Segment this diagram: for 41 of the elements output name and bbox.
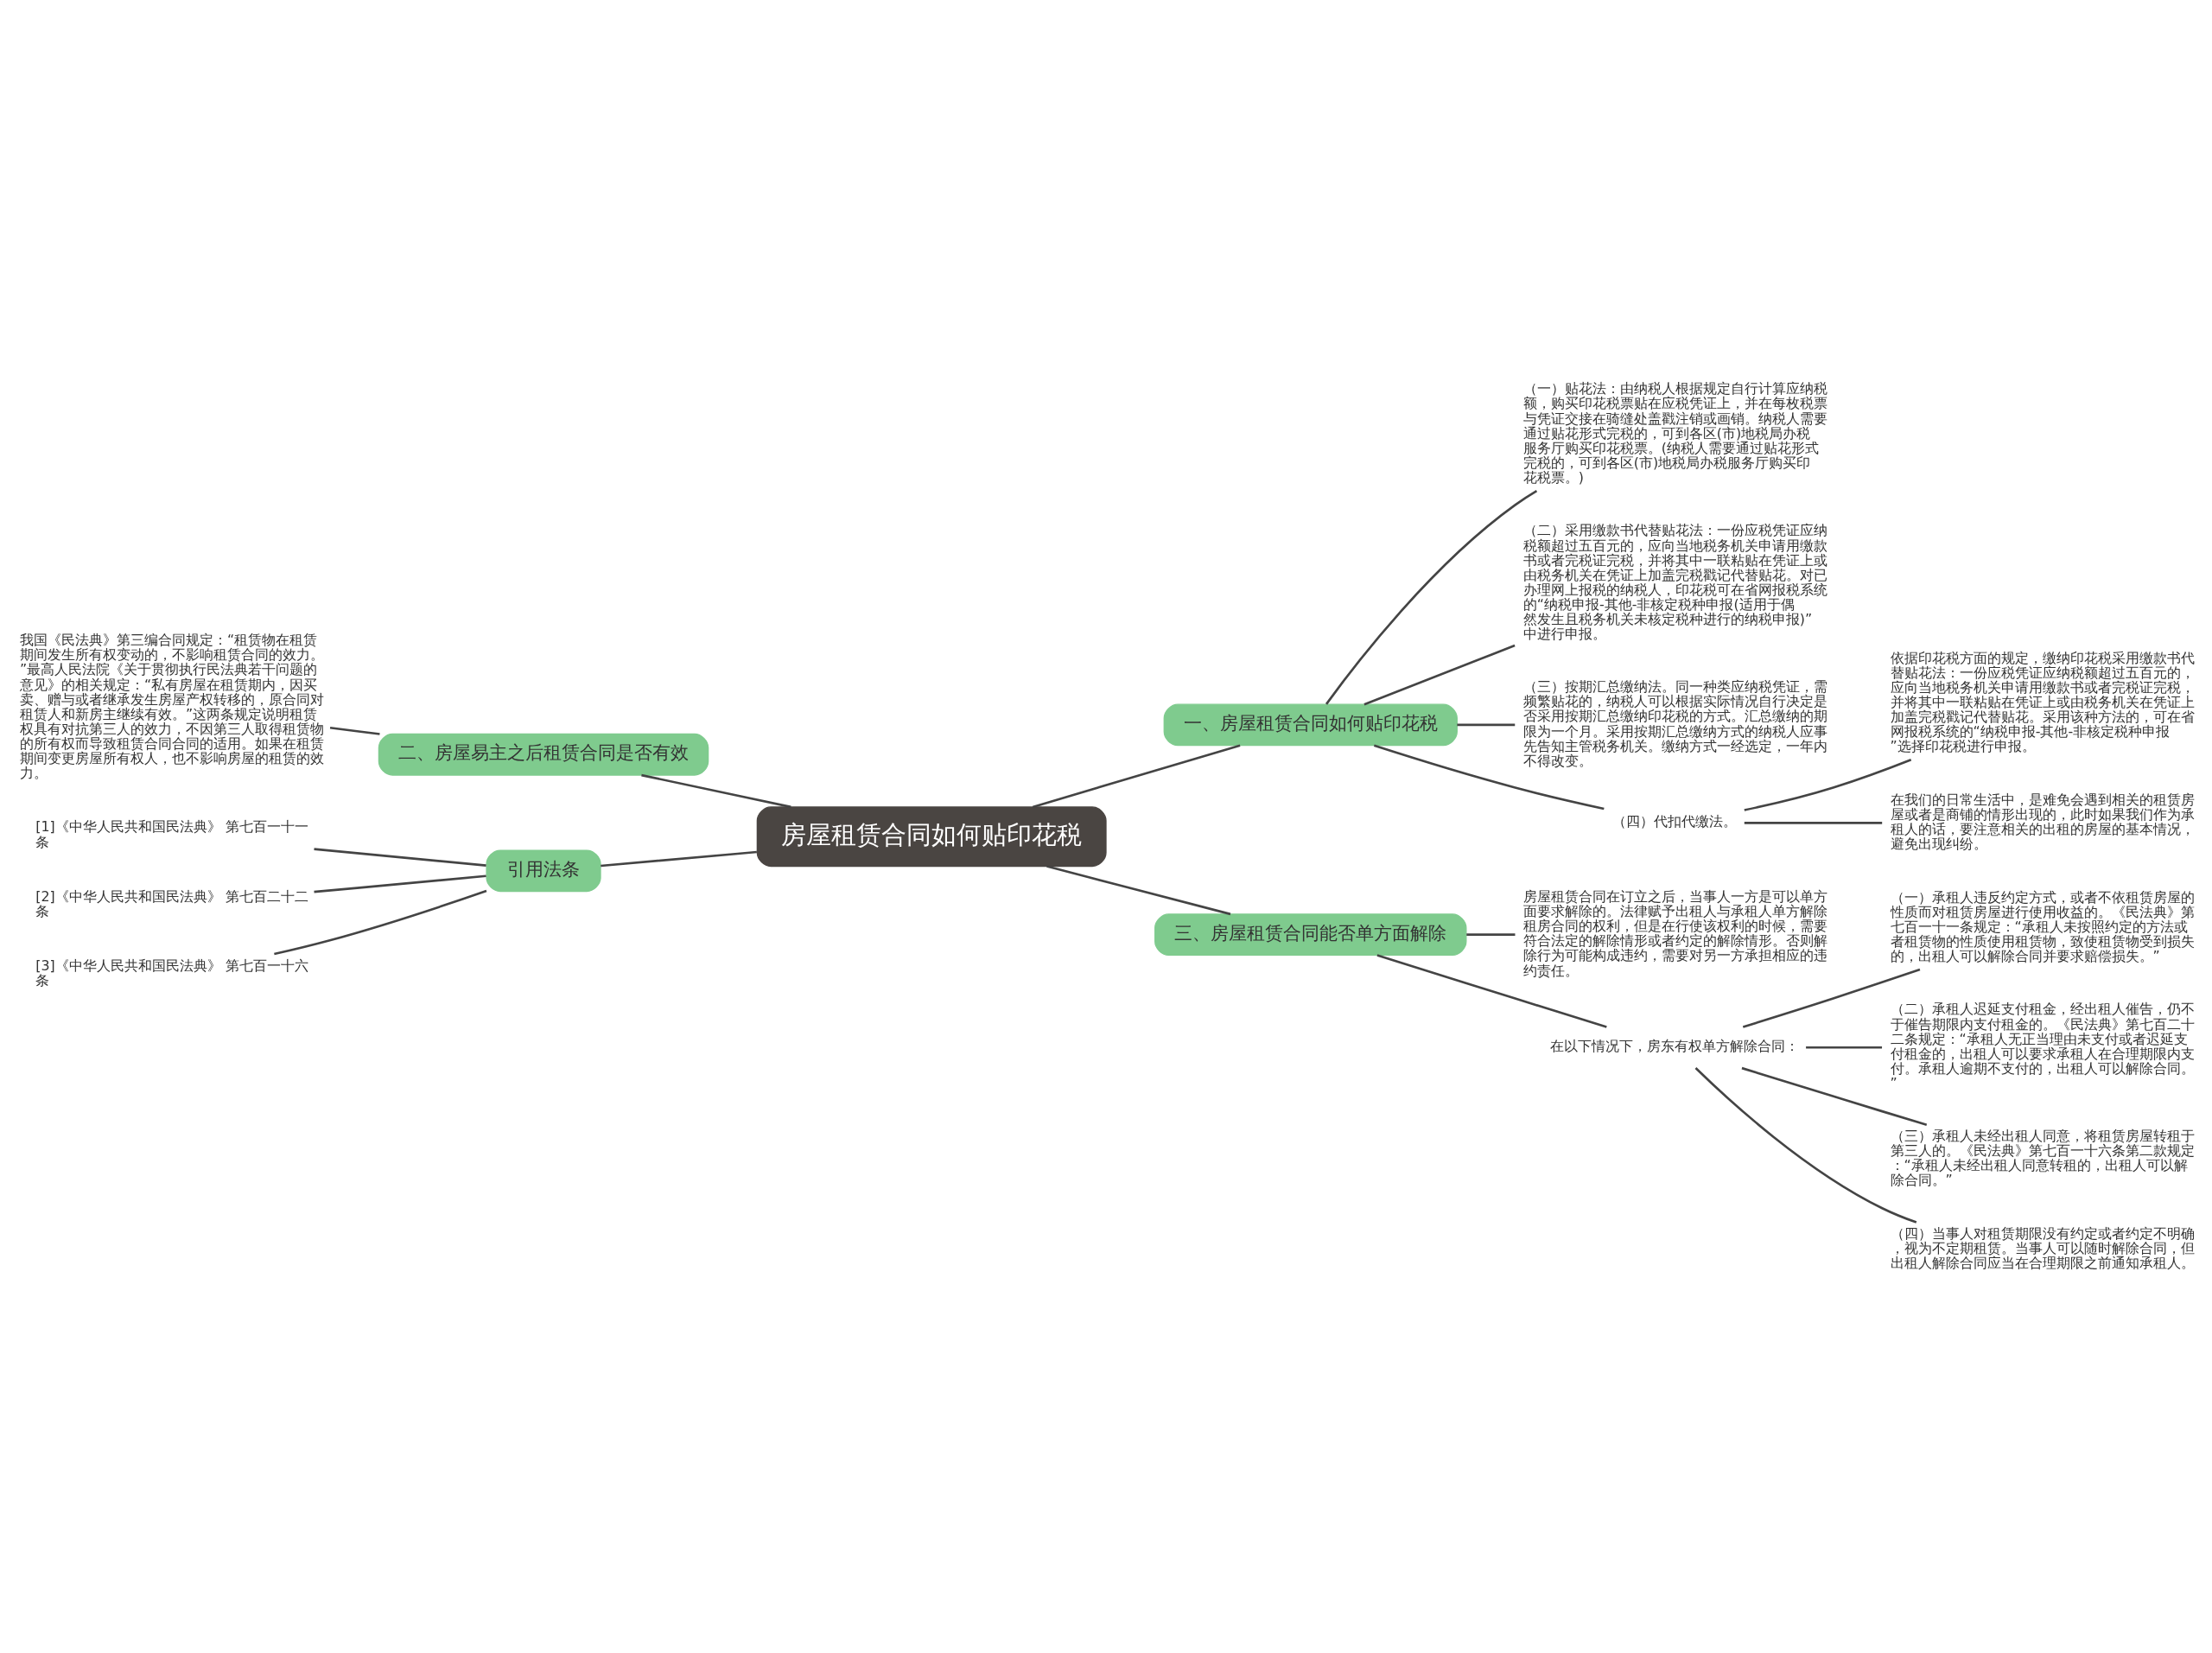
connector <box>1466 932 1516 936</box>
connector <box>314 847 486 867</box>
connector <box>1032 744 1241 808</box>
connector <box>314 874 486 893</box>
node-text: （一）贴花法：由纳税人根据规定自行计算应纳税额，购买印花税票贴在应税凭证上，并在每枚税票与凭证交接在骑缝处盖戳注销或画销。纳税人需要通过贴花形式完税的，可到各区(市)地税局办税服务厅购买印花税票。(纳税人需要通过贴花形式完税的，可到各区(市)地税局办税服务厅购买印花税票。) <box>1522 379 1827 486</box>
node-text: （二）承租人迟延支付租金，经出租人催告，仍不于催告期限内支付租金的。《民法典》第七百二十二条规定：“承租人无正当理由未支付或者迟延支付租金的，出租人可以要求承租人在合理期限内支付。承租人逾期不支付的，出租人可以解除合同。” <box>1890 1000 2195 1091</box>
node-text: 我国《民法典》第三编合同规定：“租赁物在租赁期间发生所有权变动的，不影响租赁合同的效力。”最高人民法院《关于贯彻执行民法典若干问题的意见》的相关规定：“私有房屋在租赁期内，因买卖、赠与或者继承发生房屋产权转移的，原合同对租赁人和新房主继续有效。”这两条规定说明租赁权具有对抗第三人的效力，不因第三人取得租赁物的所有权而导致租赁合同合同的适用。如果在租赁期间变更房屋所有权人，也不影响房屋的租赁的效力。 <box>19 631 324 781</box>
connector <box>1806 1046 1883 1049</box>
connector <box>329 726 380 735</box>
connector <box>1046 864 1231 915</box>
node-text: （一）承租人违反约定方式，或者不依租赁房屋的性质而对租赁房屋进行使用收益的。《民法典》第七百一十一条规定：“承租人未按照约定的方法或者租赁物的性质使用租赁物，致使租赁物受到损失的，出租人可以解除合同并要求赔偿损失。” <box>1890 888 2195 964</box>
connector <box>1376 953 1607 1028</box>
node-text: [3]《中华人民共和国民法典》 第七百一十六条 <box>35 957 308 989</box>
connector <box>601 850 757 867</box>
node-box: 一、房屋租赁合同如何贴印花税 <box>1163 703 1458 746</box>
node-text: 在以下情况下，房东有权单方解除合同： <box>1549 1037 1799 1054</box>
connector <box>1744 821 1883 824</box>
node-text: [2]《中华人民共和国民法典》 第七百二十二条 <box>35 887 308 919</box>
node-box: 引用法条 <box>486 849 601 892</box>
node-box: 三、房屋租赁合同能否单方面解除 <box>1154 912 1467 956</box>
node-text: 依据印花税方面的规定，缴纳印花税采用缴款书代替贴花法：一份应税凭证应纳税额超过五百元的，应向当地税务机关申请用缴款书或者完税证完税，并将其中一联粘贴在凭证上或由税务机关在凭证上加盖完税戳记代替贴花。采用该种方法的，可在省网报税系统的“纳税申报-其他-非核定税种申报”选择印花税进行申报。 <box>1890 649 2195 754</box>
connector <box>1742 968 1921 1028</box>
connector <box>641 773 791 808</box>
node-text: （二）采用缴款书代替贴花法：一份应税凭证应纳税额超过五百元的，应向当地税务机关申请用缴款书或者完税证完税，并将其中一联粘贴在凭证上或由税务机关在凭证上加盖完税戳记代替贴花。对已办理网上报税的纳税人，印花税可在省网报税系统的“纳税申报-其他-非核定税种申报(适用于偶然发生且税务机关未核定税种进行的纳税申报)”中进行申报。 <box>1522 521 1827 642</box>
node-box: 房屋租赁合同如何贴印花税 <box>756 805 1107 867</box>
connector <box>1373 744 1605 810</box>
node-text: （四）代扣代缴法。 <box>1611 812 1737 830</box>
connector <box>1325 489 1538 705</box>
node-text: [1]《中华人民共和国民法典》 第七百一十一条 <box>35 817 308 850</box>
node-text: （四）当事人对租赁期限没有约定或者约定不明确，视为不定期租赁。当事人可以随时解除合同，但出租人解除合同应当在合理期限之前通知承租人。 <box>1890 1224 2195 1271</box>
node-text: （三）按期汇总缴纳法。同一种类应纳税凭证，需频繁贴花的，纳税人可以根据实际情况自行决定是否采用按期汇总缴纳印花税的方式。汇总缴纳的期限为一个月。采用按期汇总缴纳方式的纳税人应事先告知主管税务机关。缴纳方式一经选定，一年内不得改变。 <box>1522 677 1827 769</box>
connector <box>1363 644 1516 705</box>
node-text: 房屋租赁合同在订立之后，当事人一方是可以单方面要求解除的。法律赋予出租人与承租人单方解除租房合同的权利，但是在行使该权利的时候，需要符合法定的解除情形或者约定的解除情形。否则解除行为可能构成违约，需要对另一方承担相应的违约责任。 <box>1522 887 1827 979</box>
node-box: 二、房屋易主之后租赁合同是否有效 <box>378 733 709 776</box>
connector <box>1741 1066 1928 1126</box>
connector <box>1457 723 1516 726</box>
connector <box>1694 1066 1917 1224</box>
connector <box>1744 758 1912 811</box>
connector <box>274 889 487 955</box>
node-text: （三）承租人未经出租人同意，将租赁房屋转租于第三人的。《民法典》第七百一十六条第二款规定：“承租人未经出租人同意转租的，出租人可以解除合同。” <box>1890 1127 2195 1188</box>
node-text: 在我们的日常生活中，是难免会遇到相关的租赁房屋或者是商铺的情形出现的，此时如果我们作为承租人的话，要注意相关的出租的房屋的基本情况，避免出现纠纷。 <box>1890 791 2195 852</box>
